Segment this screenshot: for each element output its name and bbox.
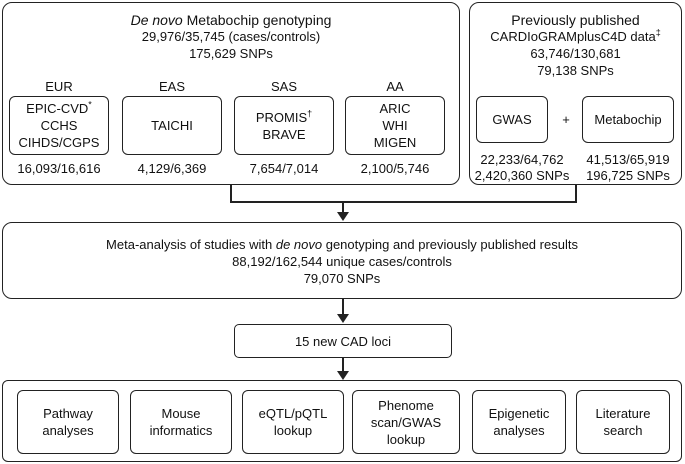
study-whi: WHI — [382, 118, 408, 133]
metabochip-box: Metabochip — [582, 96, 674, 143]
study-migen: MIGEN — [373, 135, 417, 150]
gwas-snps: 2,420,360 SNPs — [474, 168, 570, 183]
published-box: Previously published CARDIoGRAMplusC4D d… — [469, 2, 682, 185]
denovo-snps: 175,629 SNPs — [189, 46, 273, 61]
plus-sign: + — [562, 112, 570, 127]
gwas-label: GWAS — [492, 112, 532, 127]
published-title: Previously published — [511, 12, 640, 28]
metabochip-label: Metabochip — [594, 112, 662, 127]
meta-line-2: 88,192/162,544 unique cases/controls — [232, 254, 452, 269]
study-cchs: CCHS — [40, 118, 78, 133]
group-label-sas: SAS — [270, 79, 297, 94]
study-box-sas: PROMIS† BRAVE — [234, 96, 334, 155]
connector-meta-to-loci — [342, 299, 344, 315]
denovo-title: De novo Metabochip genotyping — [3, 12, 459, 28]
denovo-title-rest: Metabochip genotyping — [182, 12, 332, 28]
group-label-eas: EAS — [158, 79, 185, 94]
footnote-mark-star: * — [88, 99, 92, 110]
metabochip-counts: 41,513/65,919 — [586, 152, 670, 167]
gwas-counts: 22,233/64,762 — [480, 152, 564, 167]
denovo-counts: 29,976/35,745 (cases/controls) — [141, 29, 321, 44]
denovo-box: De novo Metabochip genotyping 29,976/35,… — [2, 2, 460, 185]
study-epic-cvd: EPIC-CVD* — [26, 99, 92, 116]
loci-box: 15 new CAD loci — [234, 324, 452, 358]
study-cihds-cgps: CIHDS/CGPS — [18, 135, 100, 150]
published-counts: 63,746/130,681 — [530, 46, 621, 61]
arrow-to-meta — [337, 212, 349, 221]
connector-to-meta — [342, 201, 344, 213]
meta-box: Meta-analysis of studies with de novo ge… — [2, 222, 682, 299]
study-brave: BRAVE — [262, 126, 306, 142]
connector-horizontal — [230, 201, 577, 203]
meta-line-1: Meta-analysis of studies with de novo ge… — [106, 237, 578, 252]
study-box-aa: ARIC WHI MIGEN — [345, 96, 445, 155]
denovo-title-italic: De novo — [130, 12, 183, 28]
study-aric: ARIC — [379, 101, 411, 116]
meta-italic: de novo — [275, 237, 323, 252]
connector-loci-to-followups — [342, 358, 344, 372]
study-box-eas: TAICHI — [122, 96, 222, 155]
study-taichi: TAICHI — [151, 118, 193, 133]
study-box-eur: EPIC-CVD* CCHS CIHDS/CGPS — [9, 96, 109, 155]
group-label-eur: EUR — [45, 79, 73, 94]
study-promis: PROMIS† — [255, 108, 313, 125]
metabochip-snps: 196,725 SNPs — [586, 168, 670, 183]
published-snps: 79,138 SNPs — [537, 63, 614, 78]
gwas-box: GWAS — [476, 96, 548, 143]
arrow-to-followups — [337, 371, 349, 380]
group-counts-sas: 7,654/7,014 — [249, 161, 319, 176]
footnote-mark-double-dagger: ‡ — [655, 27, 661, 38]
arrow-to-loci — [337, 314, 349, 323]
published-subtitle: CARDIoGRAMplusC4D data‡ — [490, 27, 661, 44]
footnote-mark-dagger: † — [307, 108, 313, 119]
group-counts-aa: 2,100/5,746 — [360, 161, 430, 176]
connector-denovo-down — [230, 185, 232, 202]
meta-line-3: 79,070 SNPs — [303, 271, 381, 286]
loci-label: 15 new CAD loci — [294, 333, 392, 349]
connector-published-down — [575, 185, 577, 202]
group-counts-eur: 16,093/16,616 — [17, 161, 101, 176]
group-label-aa: AA — [386, 79, 404, 94]
group-counts-eas: 4,129/6,369 — [137, 161, 207, 176]
